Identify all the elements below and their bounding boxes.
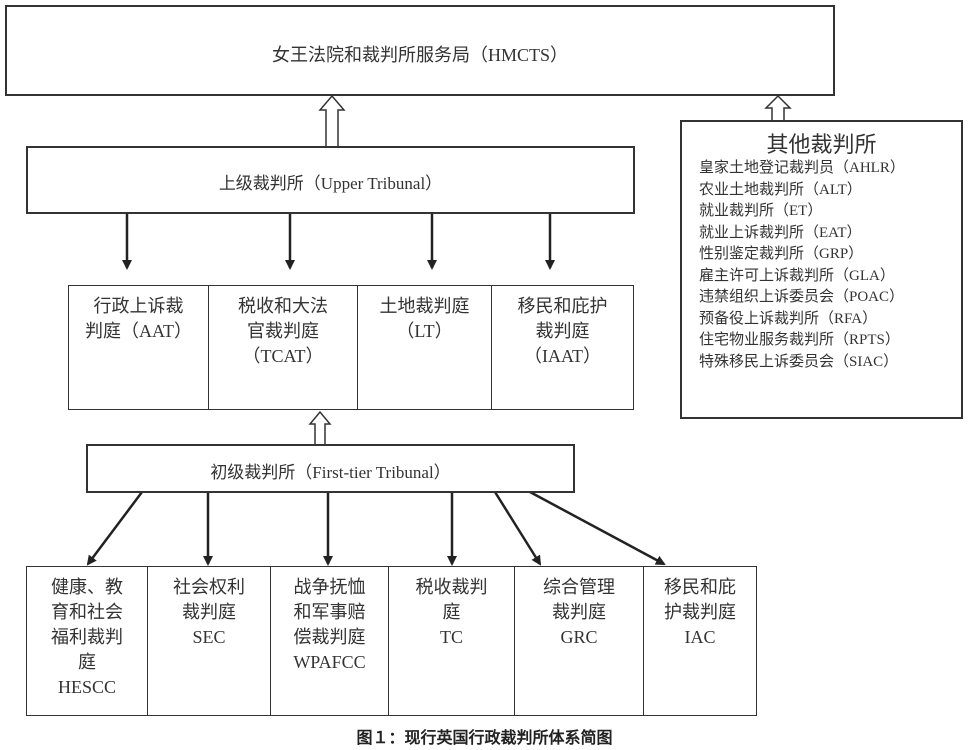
arrow-first-iac	[529, 490, 666, 566]
figure-caption: 图１：现行英国行政裁判所体系简图	[356, 728, 613, 747]
chamber-line: （TCAT）	[242, 346, 324, 366]
arrow-first-grc	[493, 491, 542, 566]
chamber-tc: 税收裁判 庭 TC	[388, 566, 515, 716]
other-tribunal-item: 违禁组织上诉委员会（POAC）	[699, 289, 905, 305]
chamber-line: 行政上诉裁	[93, 296, 184, 316]
hmcts-box: 女王法院和裁判所服务局（HMCTS）	[5, 5, 835, 96]
chamber-line: 裁判庭	[535, 321, 590, 341]
chamber-line: HESCC	[57, 677, 117, 697]
other-tribunal-item: 预备役上诉裁判所（RFA）	[699, 310, 878, 327]
chamber-line: TC	[439, 627, 463, 647]
chamber-line: （LT）	[396, 321, 453, 341]
chamber-line: WPAFCC	[293, 652, 366, 672]
other-tribunal-item: 特殊移民上诉委员会（SIAC）	[699, 353, 899, 370]
chamber-line: 社会权利	[173, 577, 245, 597]
first-tier-box: 初级裁判所（First-tier Tribunal）	[86, 444, 575, 493]
other-tribunal-item: 农业土地裁判所（ALT）	[699, 181, 862, 198]
chamber-line: 育和社会	[51, 602, 123, 622]
chamber-line: 健康、教	[51, 577, 123, 597]
other-tribunal-item: 住宅物业服务裁判所（RPTS）	[699, 332, 900, 348]
chamber-line: GRC	[560, 627, 598, 647]
hollow-arrow-others-to-hmcts	[764, 94, 792, 121]
chamber-line: 判庭（AAT）	[85, 321, 192, 341]
chamber-sec: 社会权利 裁判庭 SEC	[147, 566, 271, 716]
chamber-iaat: 移民和庇护 裁判庭 （IAAT）	[491, 285, 634, 410]
hollow-arrow-upper-to-hmcts	[318, 94, 346, 146]
chamber-lt: 土地裁判庭 （LT）	[357, 285, 492, 410]
chamber-grc: 综合管理 裁判庭 GRC	[514, 566, 644, 716]
upper-tribunal-label: 上级裁判所（Upper Tribunal）	[218, 174, 443, 193]
arrow-first-hescc	[86, 491, 143, 566]
chamber-line: 战争抚恤	[293, 577, 366, 597]
chamber-line: 和军事赔	[293, 602, 366, 622]
chamber-line: 庭	[78, 652, 96, 672]
chamber-line: 裁判庭	[552, 602, 606, 622]
other-tribunal-item: 就业裁判所（ET）	[699, 203, 823, 219]
chamber-iac: 移民和庇 护裁判庭 IAC	[643, 566, 757, 716]
chamber-line: 综合管理	[543, 577, 615, 597]
chamber-line: 税收和大法	[238, 296, 328, 316]
other-tribunal-item: 就业上诉裁判所（EAT）	[699, 224, 862, 241]
chamber-line: 土地裁判庭	[379, 296, 470, 316]
chamber-line: SEC	[192, 627, 226, 647]
hollow-arrow-first-to-upper	[308, 410, 332, 444]
chamber-line: 庭	[442, 602, 461, 622]
chamber-line: 移民和庇	[664, 577, 736, 597]
chamber-line: 护裁判庭	[664, 602, 736, 622]
hmcts-label: 女王法院和裁判所服务局（HMCTS）	[271, 45, 568, 65]
chamber-line: IAC	[684, 627, 716, 647]
other-tribunal-item: 皇家土地登记裁判员（AHLR）	[699, 160, 905, 176]
chamber-line: 偿裁判庭	[293, 627, 366, 647]
chamber-line: 裁判庭	[182, 602, 236, 622]
chamber-aat: 行政上诉裁 判庭（AAT）	[68, 285, 209, 410]
other-tribunals-title: 其他裁判所	[766, 132, 877, 157]
first-tier-label: 初级裁判所（First-tier Tribunal）	[210, 463, 451, 482]
chamber-hescc: 健康、教 育和社会 福利裁判 庭 HESCC	[26, 566, 148, 716]
chamber-line: 移民和庇护	[517, 296, 608, 316]
chamber-wpafcc: 战争抚恤 和军事赔 偿裁判庭 WPAFCC	[270, 566, 389, 716]
other-tribunal-item: 雇主许可上诉裁判所（GLA）	[699, 267, 895, 284]
chamber-line: 官裁判庭	[247, 321, 319, 341]
chamber-tcat: 税收和大法 官裁判庭 （TCAT）	[208, 285, 358, 410]
other-tribunals-box: 其他裁判所 皇家土地登记裁判员（AHLR） 农业土地裁判所（ALT） 就业裁判所…	[680, 120, 963, 419]
upper-tribunal-box: 上级裁判所（Upper Tribunal）	[26, 146, 635, 214]
other-tribunal-item: 性别鉴定裁判所（GRP）	[699, 246, 864, 262]
chamber-line: 税收裁判	[415, 577, 488, 597]
chamber-line: 福利裁判	[51, 627, 123, 647]
chamber-line: （IAAT）	[524, 346, 601, 366]
